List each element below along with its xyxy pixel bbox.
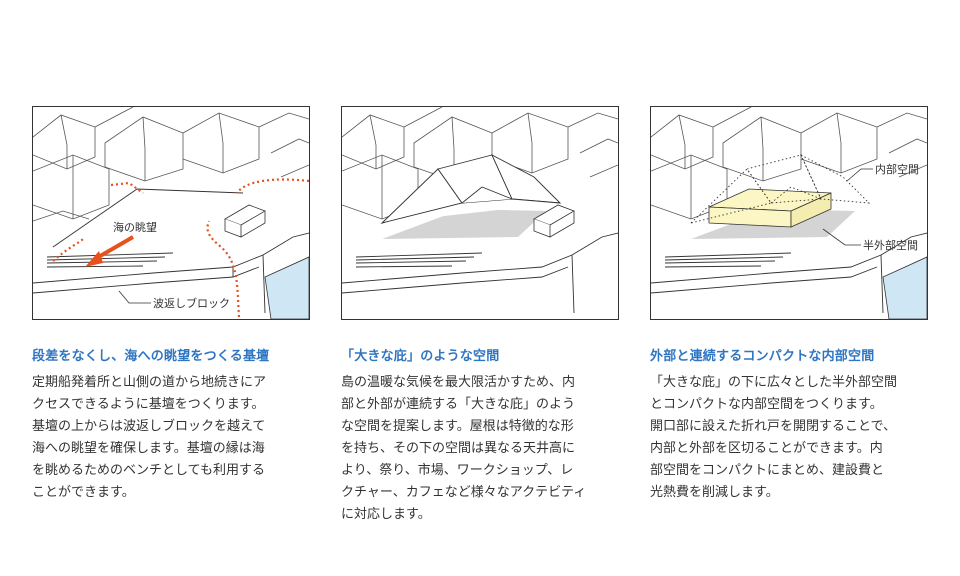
caption-line: な空間を提案します。屋根は特徴的な形: [341, 419, 574, 434]
caption-interior: 外部と連続するコンパクトな内部空間 「大きな庇」の下に広々とした半外部空間 とコ…: [650, 346, 930, 504]
semi-outdoor-label: 半外部空間: [863, 238, 918, 252]
caption-line: より、祭り、市場、ワークショップ、レ: [341, 463, 574, 478]
roof-outline-dotted: [689, 153, 871, 224]
caption-line: 部と外部が連続する「大きな庇」のよう: [341, 397, 576, 412]
caption-title: 段差をなくし、海への眺望をつくる基壇: [32, 349, 270, 364]
background-buildings: [33, 107, 309, 222]
callout-leaders: [822, 168, 873, 246]
canopy-axonometric-drawing: [342, 107, 618, 314]
access-route-dots: [52, 178, 309, 318]
platform-outline: [33, 188, 309, 314]
wall-label: 波返しブロック: [153, 296, 230, 310]
caption-canopy: 「大きな庇」のような空間 島の温暖な気候を最大限活かすため、内 部と外部が連続す…: [341, 346, 621, 526]
small-building: [224, 204, 266, 238]
caption-line: を眺めるためのベンチとしても利用する: [32, 463, 265, 478]
wall-leader-line: [118, 290, 151, 304]
caption-line: を持ち、その下の空間は異なる天井高に: [341, 441, 576, 456]
caption-line: 定期船発着所と山側の道から地続きにア: [32, 375, 267, 390]
inner-space-label: 内部空間: [875, 162, 919, 176]
interior-box: [708, 188, 832, 228]
caption-line: クセスできるように基壇をつくります。: [32, 397, 265, 412]
view-arrow-icon: [85, 235, 135, 267]
caption-title: 外部と連続するコンパクトな内部空間: [650, 349, 875, 364]
caption-line: 光熱費を削減します。: [650, 485, 779, 500]
caption-line: 「大きな庇」の下に広々とした半外部空間: [650, 375, 898, 390]
caption-line: ことができます。: [32, 485, 135, 500]
platform-axonometric-drawing: 海の眺望 波返しブロック: [33, 107, 309, 319]
platform-outline: [651, 232, 927, 314]
view-label: 海の眺望: [113, 220, 157, 234]
folded-roof: [380, 153, 562, 224]
caption-line: 部空間をコンパクトにまとめ、建設費と: [650, 463, 885, 478]
diagram-panel-interior: 内部空間 半外部空間: [650, 106, 928, 320]
sea-water: [264, 256, 309, 319]
caption-line: 開口部に設えた折れ戸を開閉することで、: [650, 419, 897, 434]
caption-line: 海への眺望を確保します。基壇の縁は海: [32, 441, 265, 456]
diagram-panel-canopy: [341, 106, 619, 320]
caption-line: に対応します。: [341, 507, 431, 522]
small-building: [533, 204, 575, 238]
diagram-panel-platform: 海の眺望 波返しブロック: [32, 106, 310, 320]
canopy-shadow: [382, 209, 546, 239]
sea-water: [882, 256, 927, 319]
interior-axonometric-drawing: 内部空間 半外部空間: [651, 107, 927, 319]
caption-line: 島の温暖な気候を最大限活かすため、内: [341, 375, 576, 390]
background-buildings: [342, 107, 618, 220]
platform-outline: [342, 232, 618, 314]
background-buildings: [651, 107, 927, 220]
caption-line: 内部と外部を区切ることができます。内: [650, 441, 883, 456]
caption-line: 基壇の上からは波返しブロックを越えて: [32, 419, 266, 434]
caption-line: クチャー、カフェなど様々なアクテビティ: [341, 485, 587, 500]
caption-platform: 段差をなくし、海への眺望をつくる基壇 定期船発着所と山側の道から地続きにア クセ…: [32, 346, 312, 504]
caption-title: 「大きな庇」のような空間: [341, 349, 500, 364]
caption-line: とコンパクトな内部空間をつくります。: [650, 397, 883, 412]
